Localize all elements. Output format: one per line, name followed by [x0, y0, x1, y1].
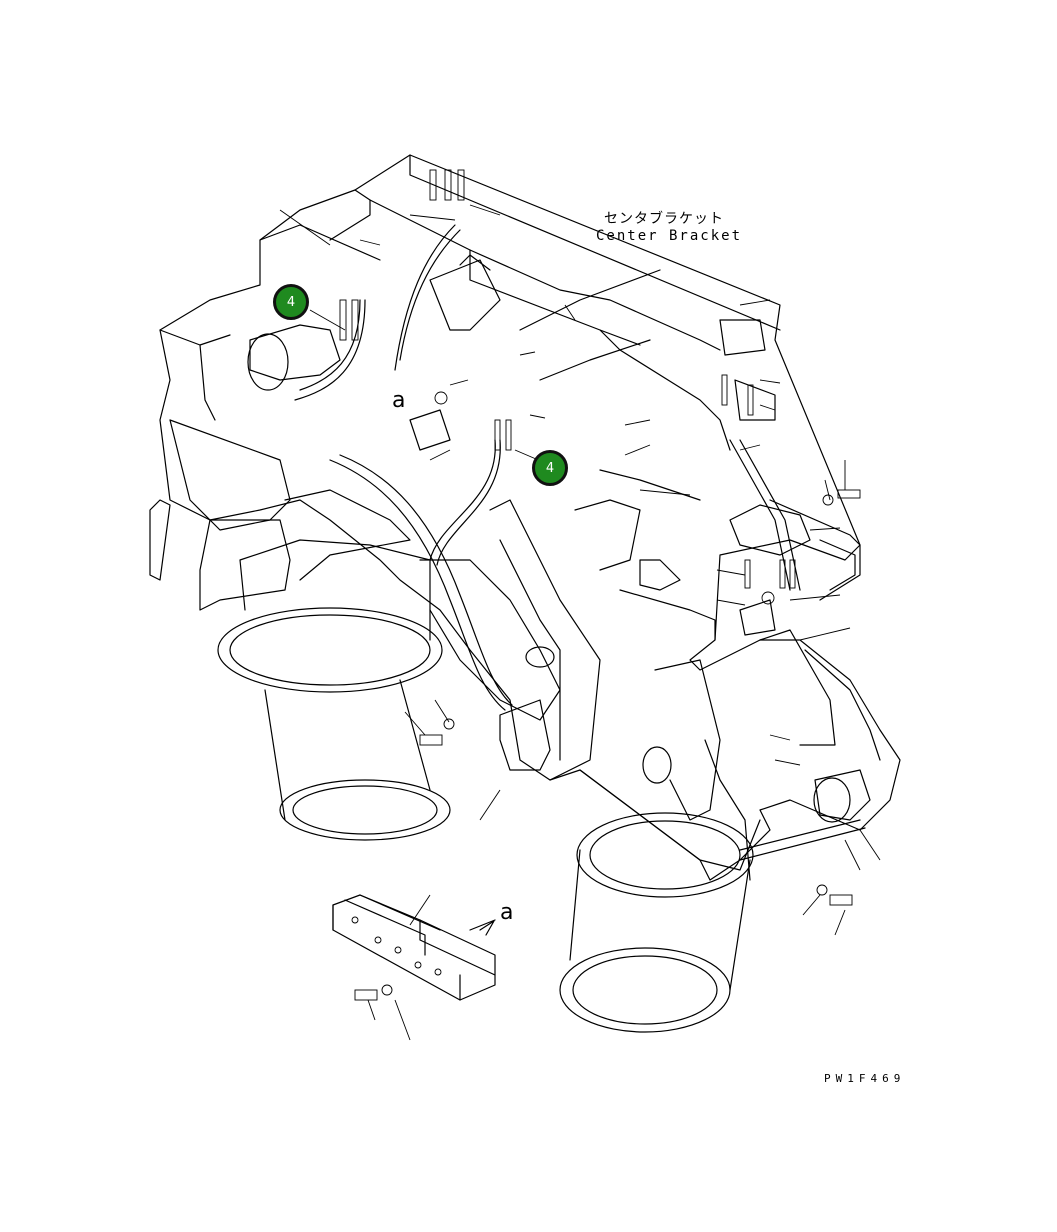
view-callout-a-detail: a	[500, 900, 514, 925]
center-bracket-title-japanese: センタブラケット	[604, 211, 724, 227]
part-number-badge[interactable]: 4	[532, 450, 568, 486]
frame-outline	[159, 154, 901, 881]
right-lower-tube	[559, 659, 761, 1033]
right-side-components	[719, 319, 881, 823]
left-arm-assembly	[149, 324, 411, 611]
middle-column	[419, 499, 601, 781]
hose-lines	[294, 224, 866, 881]
fittings	[339, 169, 861, 1001]
drawing-code: PW1F469	[824, 1072, 906, 1085]
leader-lines	[279, 204, 881, 1041]
center-bracket-title-english: Center Bracket	[596, 228, 743, 244]
view-callout-a: a	[392, 388, 406, 413]
part-number-badge[interactable]: 4	[273, 284, 309, 320]
left-lower-tube	[217, 539, 451, 841]
detail-a-block	[332, 894, 496, 1001]
